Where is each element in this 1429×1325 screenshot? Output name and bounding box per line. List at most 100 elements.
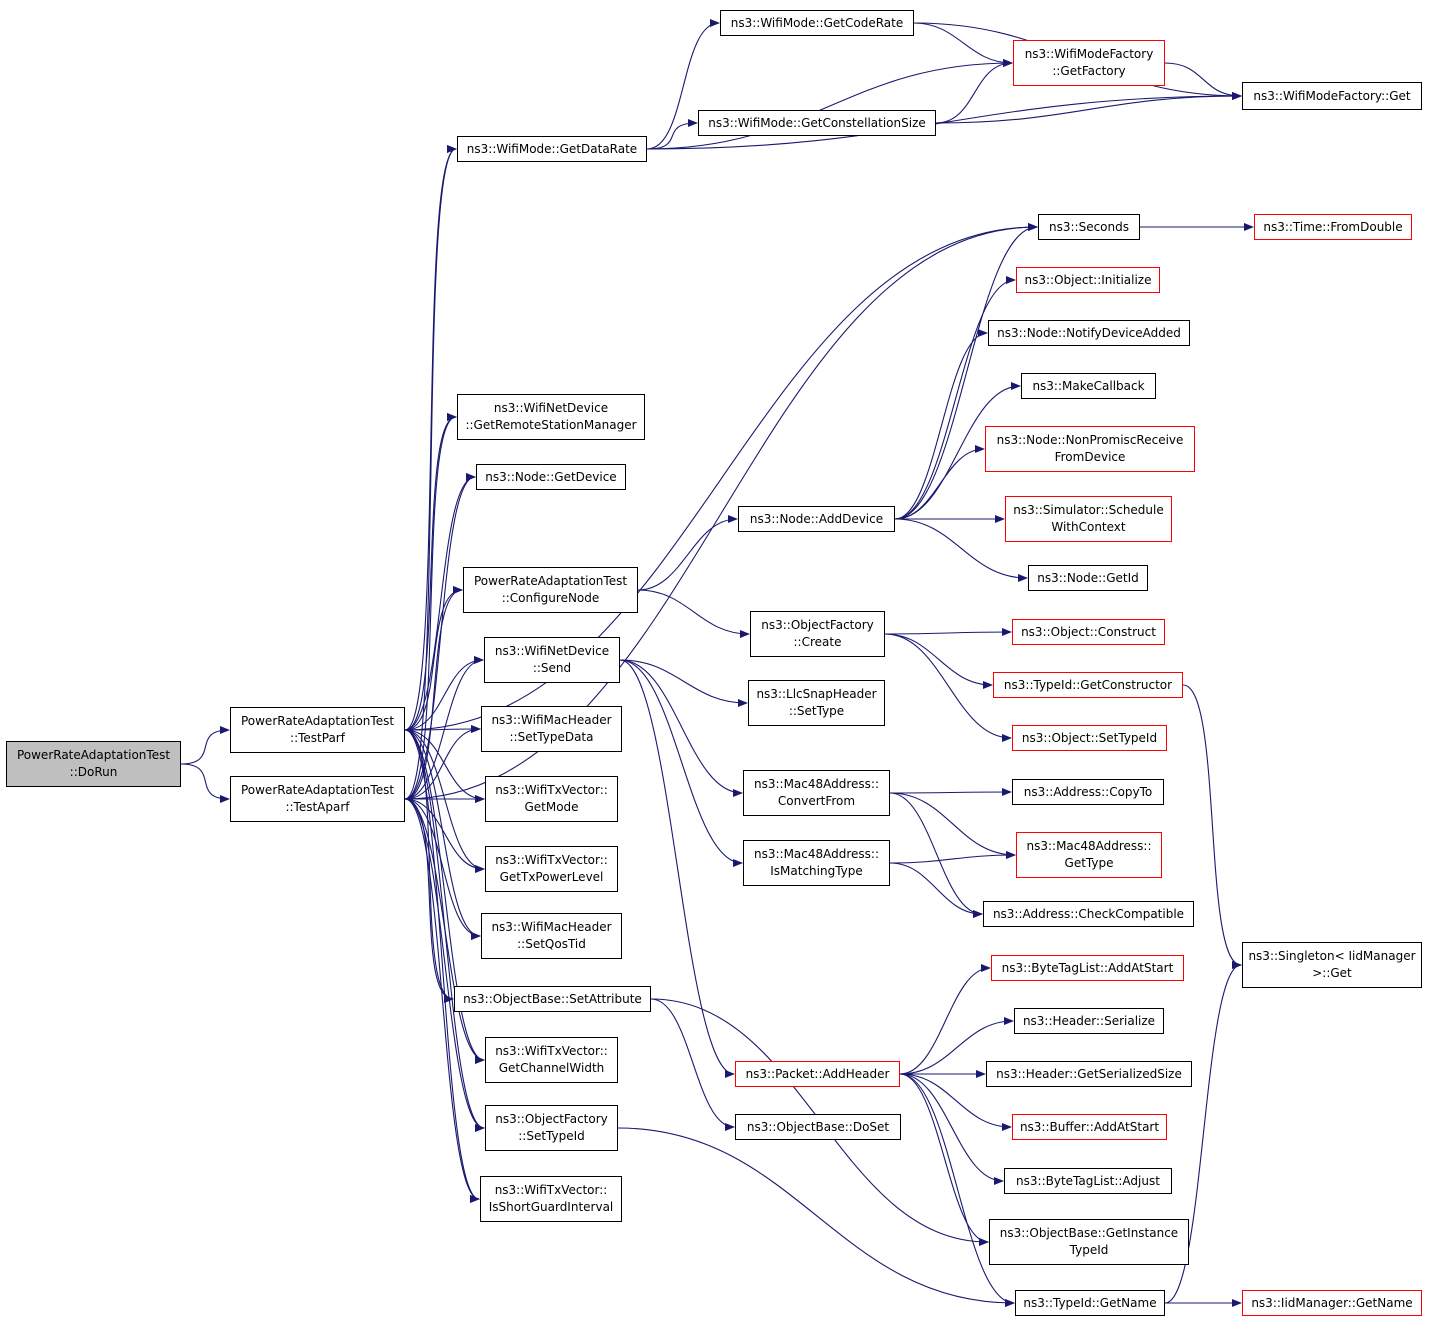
node-testparf[interactable]: PowerRateAdaptationTest::TestParf bbox=[230, 707, 405, 753]
node-label: ns3::Packet::AddHeader bbox=[745, 1066, 890, 1081]
node-wmfget[interactable]: ns3::WifiModeFactory::Get bbox=[1242, 82, 1422, 110]
node-label: ns3::Object::Construct bbox=[1021, 624, 1156, 639]
node-label: ns3::WifiNetDevice bbox=[493, 401, 609, 415]
node-txgetpower[interactable]: ns3::WifiTxVector::GetTxPowerLevel bbox=[485, 846, 618, 892]
node-initialize[interactable]: ns3::Object::Initialize bbox=[1016, 267, 1160, 293]
node-label: ns3::Object::SetTypeId bbox=[1021, 730, 1158, 745]
node-mac48gettype[interactable]: ns3::Mac48Address::GetType bbox=[1016, 832, 1162, 878]
node-label: >::Get bbox=[1312, 966, 1352, 980]
node-label: ns3::Header::Serialize bbox=[1022, 1013, 1156, 1028]
node-testaparf[interactable]: PowerRateAdaptationTest::TestAparf bbox=[230, 776, 405, 822]
node-bufaddatstart[interactable]: ns3::Buffer::AddAtStart bbox=[1012, 1114, 1167, 1140]
node-nodeadddevice[interactable]: ns3::Node::AddDevice bbox=[738, 506, 895, 532]
node-label: IsShortGuardInterval bbox=[488, 1200, 614, 1214]
edge-pktaddheader-to-tidgetname bbox=[899, 1073, 1015, 1307]
node-label: TypeId bbox=[1069, 1243, 1109, 1257]
node-getcoderate[interactable]: ns3::WifiMode::GetCodeRate bbox=[720, 10, 914, 36]
node-label: GetType bbox=[1064, 856, 1114, 870]
node-label: ns3::Mac48Address:: bbox=[753, 777, 880, 791]
node-objsettypeid[interactable]: ns3::Object::SetTypeId bbox=[1012, 725, 1167, 751]
node-btladdatstart[interactable]: ns3::ByteTagList::AddAtStart bbox=[991, 955, 1184, 981]
node-mac48convert[interactable]: ns3::Mac48Address::ConvertFrom bbox=[743, 770, 890, 816]
node-makecallback[interactable]: ns3::MakeCallback bbox=[1021, 373, 1156, 399]
node-label: ns3::Object::Initialize bbox=[1024, 272, 1152, 287]
node-txgetchwidth[interactable]: ns3::WifiTxVector::GetChannelWidth bbox=[485, 1037, 618, 1083]
edge-getdatarate-to-getconstsize bbox=[646, 119, 698, 150]
node-tidgetname[interactable]: ns3::TypeId::GetName bbox=[1015, 1290, 1165, 1316]
node-label: ns3::Node::NonPromiscReceive bbox=[996, 433, 1184, 447]
edge-nodeadddevice-to-notifydevadded bbox=[894, 329, 988, 520]
node-ofcreate[interactable]: ns3::ObjectFactory::Create bbox=[750, 611, 885, 657]
edge-pktaddheader-to-bufaddatstart bbox=[899, 1073, 1012, 1131]
node-notifydevadded[interactable]: ns3::Node::NotifyDeviceAdded bbox=[988, 320, 1190, 346]
node-nodegetdevice[interactable]: ns3::Node::GetDevice bbox=[476, 464, 626, 490]
node-label: ::GetRemoteStationManager bbox=[465, 418, 637, 432]
node-label: ns3::WifiTxVector:: bbox=[494, 1183, 608, 1197]
node-confignode[interactable]: PowerRateAdaptationTest::ConfigureNode bbox=[463, 567, 638, 613]
node-label: ns3::WifiModeFactory::Get bbox=[1253, 88, 1411, 103]
node-addrcheckcompat[interactable]: ns3::Address::CheckCompatible bbox=[983, 901, 1194, 927]
node-getconstsize[interactable]: ns3::WifiMode::GetConstellationSize bbox=[698, 110, 936, 136]
node-txisshortgi[interactable]: ns3::WifiTxVector::IsShortGuardInterval bbox=[480, 1176, 622, 1222]
edge-testparf-to-txgetmode bbox=[404, 729, 485, 803]
node-pktaddheader[interactable]: ns3::Packet::AddHeader bbox=[735, 1061, 900, 1087]
edge-testparf-to-setattribute bbox=[404, 729, 454, 1003]
node-seconds[interactable]: ns3::Seconds bbox=[1038, 214, 1140, 240]
node-fromdouble[interactable]: ns3::Time::FromDouble bbox=[1254, 214, 1412, 240]
edge-getfactory-to-wmfget bbox=[1164, 62, 1242, 100]
node-btladjust[interactable]: ns3::ByteTagList::Adjust bbox=[1004, 1168, 1172, 1194]
node-label: ns3::Address::CopyTo bbox=[1023, 784, 1153, 799]
node-objconstruct[interactable]: ns3::Object::Construct bbox=[1012, 619, 1165, 645]
edge-testaparf-to-getdatarate bbox=[404, 145, 457, 800]
node-label: ns3::MakeCallback bbox=[1032, 378, 1145, 393]
node-txgetmode[interactable]: ns3::WifiTxVector::GetMode bbox=[485, 776, 618, 822]
node-label: ns3::ObjectFactory bbox=[761, 618, 874, 632]
node-label: ns3::Buffer::AddAtStart bbox=[1019, 1119, 1160, 1134]
node-label: ::SetTypeData bbox=[509, 730, 594, 744]
node-hdrgetsersize[interactable]: ns3::Header::GetSerializedSize bbox=[986, 1061, 1192, 1087]
node-label: ns3::Time::FromDouble bbox=[1263, 219, 1403, 234]
node-getconstructor[interactable]: ns3::TypeId::GetConstructor bbox=[993, 672, 1183, 698]
edge-getdatarate-to-getfactory bbox=[646, 59, 1013, 150]
node-label: ns3::Node::GetDevice bbox=[485, 469, 617, 484]
node-setattribute[interactable]: ns3::ObjectBase::SetAttribute bbox=[454, 986, 651, 1012]
node-getdatarate[interactable]: ns3::WifiMode::GetDataRate bbox=[457, 136, 647, 162]
edge-dorun-to-testparf bbox=[180, 726, 230, 765]
node-settypedata[interactable]: ns3::WifiMacHeader::SetTypeData bbox=[481, 706, 622, 752]
node-label: PowerRateAdaptationTest bbox=[16, 748, 171, 762]
edge-getdatarate-to-getcoderate bbox=[646, 19, 720, 150]
edge-getconstructor-to-singletonget bbox=[1182, 684, 1242, 969]
node-label: ns3::WifiMacHeader bbox=[491, 713, 612, 727]
node-mac48ismatch[interactable]: ns3::Mac48Address::IsMatchingType bbox=[743, 840, 890, 886]
node-label: ns3::Mac48Address:: bbox=[753, 847, 880, 861]
node-llcsettype[interactable]: ns3::LlcSnapHeader::SetType bbox=[748, 680, 885, 726]
edge-ofcreate-to-objconstruct bbox=[884, 628, 1012, 637]
node-label: ns3::Simulator::Schedule bbox=[1013, 503, 1164, 517]
edge-testparf-to-txisshortgi bbox=[404, 729, 480, 1203]
node-label: ::DoRun bbox=[69, 765, 118, 779]
node-label: ns3::TypeId::GetConstructor bbox=[1003, 677, 1173, 692]
node-obdoset[interactable]: ns3::ObjectBase::DoSet bbox=[735, 1114, 901, 1140]
edge-testaparf-to-nodegetdevice bbox=[404, 473, 476, 800]
node-setqostid[interactable]: ns3::WifiMacHeader::SetQosTid bbox=[481, 913, 622, 959]
node-label: ns3::ObjectFactory bbox=[495, 1112, 608, 1126]
node-label: GetMode bbox=[524, 800, 579, 814]
node-wndsend[interactable]: ns3::WifiNetDevice::Send bbox=[484, 637, 620, 683]
edge-testparf-to-seconds bbox=[404, 223, 1038, 731]
node-hdrserialize[interactable]: ns3::Header::Serialize bbox=[1014, 1008, 1164, 1034]
node-nodegetid[interactable]: ns3::Node::GetId bbox=[1028, 565, 1148, 591]
edge-ofcreate-to-getconstructor bbox=[884, 633, 993, 689]
node-label: ::SetType bbox=[788, 704, 845, 718]
node-getrsm[interactable]: ns3::WifiNetDevice::GetRemoteStationMana… bbox=[457, 394, 645, 440]
node-iidgetname[interactable]: ns3::IidManager::GetName bbox=[1242, 1290, 1422, 1316]
edge-confignode-to-nodeadddevice bbox=[637, 515, 738, 591]
node-ofsettypeid[interactable]: ns3::ObjectFactory::SetTypeId bbox=[485, 1105, 618, 1151]
node-addrcopyto[interactable]: ns3::Address::CopyTo bbox=[1012, 779, 1164, 805]
node-getfactory[interactable]: ns3::WifiModeFactory::GetFactory bbox=[1013, 40, 1165, 86]
node-singletonget[interactable]: ns3::Singleton< IidManager>::Get bbox=[1242, 942, 1422, 988]
node-label: ConvertFrom bbox=[777, 794, 856, 808]
